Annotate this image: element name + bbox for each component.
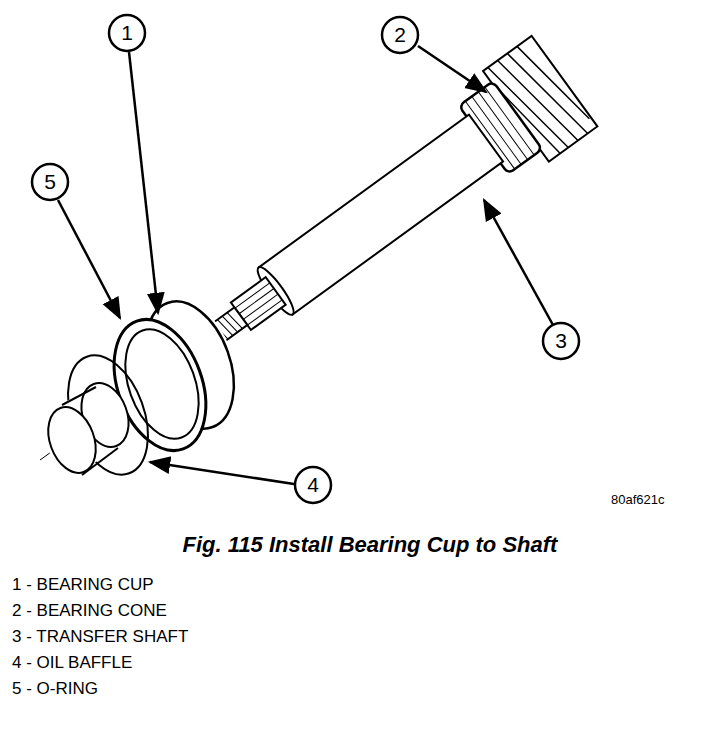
callout-number: 1: [107, 13, 147, 53]
legend-entry: 3 - TRANSFER SHAFT: [12, 627, 188, 647]
legend-entry: 5 - O-RING: [12, 679, 98, 699]
callout-circle: 5: [30, 162, 70, 202]
leader-lines: [58, 46, 553, 484]
callout-number: 5: [30, 162, 70, 202]
callout-circle: 3: [541, 321, 581, 361]
transfer-shaft: [182, 36, 597, 381]
callout-number: 3: [541, 321, 581, 361]
callout-circle: 4: [293, 465, 333, 505]
callout-number: 2: [380, 15, 420, 55]
legend-entry: 1 - BEARING CUP: [12, 575, 154, 595]
figure-id: 80af621c: [611, 492, 665, 507]
legend-entry: 2 - BEARING CONE: [12, 601, 167, 621]
callout-circle: 2: [380, 15, 420, 55]
figure-caption: Fig. 115 Install Bearing Cup to Shaft: [0, 532, 704, 558]
oil-baffle: [40, 376, 137, 479]
callout-number: 4: [293, 465, 333, 505]
callout-circle: 1: [107, 13, 147, 53]
legend-entry: 4 - OIL BAFFLE: [12, 653, 132, 673]
